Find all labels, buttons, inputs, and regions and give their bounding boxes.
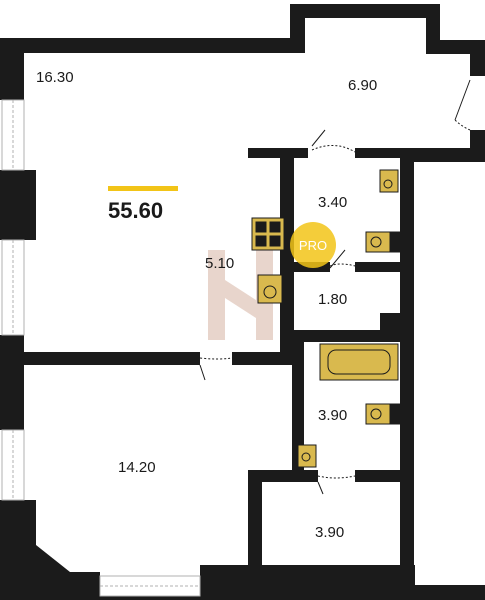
walls [0, 4, 485, 600]
windows [1, 99, 201, 597]
bathroom-sink-icon [379, 169, 399, 193]
room-labels: 16.30 6.90 3.40 5.10 1.80 14.20 3.90 3.9… [36, 69, 377, 541]
room-area-corridor: 3.90 [315, 524, 344, 541]
total-area-accent [108, 186, 178, 191]
doors [199, 79, 471, 495]
room-area-hall: 1.80 [318, 291, 347, 308]
door-corridor [317, 475, 356, 495]
watermark-letter-left [208, 250, 225, 340]
kitchen-sink-icon [257, 274, 283, 304]
bathtub-icon [319, 343, 399, 381]
door-hall [329, 249, 356, 269]
bathroom2-sink-icon [297, 444, 317, 468]
door-balcony [454, 79, 471, 131]
pro-badge: PRO [290, 222, 336, 268]
pro-badge-text: PRO [299, 238, 327, 253]
door-bedroom [199, 357, 233, 381]
stove-icon [251, 217, 285, 251]
toilet-2-icon [365, 403, 401, 425]
room-area-bathroom2: 3.90 [318, 407, 347, 424]
room-area-living: 16.30 [36, 69, 74, 86]
room-area-kitchen: 5.10 [205, 255, 234, 272]
room-area-bedroom: 14.20 [118, 459, 156, 476]
fixtures [251, 169, 401, 468]
room-area-bathroom: 3.40 [318, 194, 347, 211]
room-area-balcony: 6.90 [348, 77, 377, 94]
door-bathroom [311, 129, 356, 153]
watermark-letter-cross [225, 280, 256, 318]
toilet-icon [365, 231, 401, 253]
total-area: 55.60 [108, 198, 163, 223]
